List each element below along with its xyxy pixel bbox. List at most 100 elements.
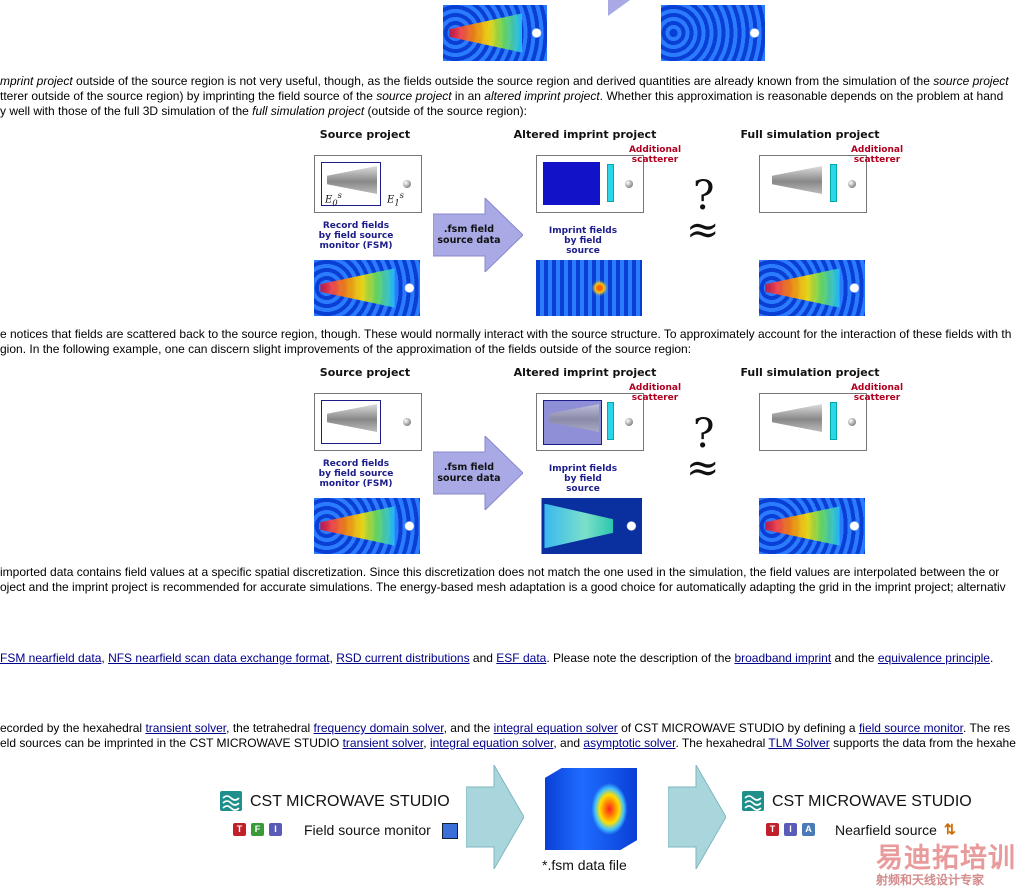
text-segment: of CST MICROWAVE STUDIO by defining a bbox=[617, 721, 859, 735]
para1-line1: mprint project outside of the source reg… bbox=[0, 74, 1009, 89]
horn-antenna-icon bbox=[772, 166, 822, 194]
left-flow-arrow bbox=[466, 765, 524, 869]
fsm-data-cube bbox=[545, 768, 637, 850]
fig1-approx-sign: ≈ bbox=[686, 207, 720, 253]
scatterer-plate bbox=[830, 402, 837, 440]
horn-antenna-icon bbox=[772, 404, 822, 432]
transient-solver-icon: T bbox=[766, 823, 779, 837]
fig2-source-model bbox=[314, 393, 422, 451]
frequency-solver-icon: F bbox=[251, 823, 264, 837]
fig1-record-label: Record fields by field source monitor (F… bbox=[318, 221, 394, 251]
fig1-altered-model bbox=[536, 155, 644, 213]
fig1-arrow-label: .fsm field source data bbox=[437, 224, 501, 246]
fig2-altered-field bbox=[536, 498, 642, 554]
fig1-full-additional-scatterer: Additional scatterer bbox=[850, 145, 904, 165]
link-frequency-domain-solver[interactable]: frequency domain solver bbox=[313, 721, 444, 735]
watermark-logo: 易迪拓培训 bbox=[876, 843, 1016, 874]
fig2-full-field bbox=[759, 498, 865, 554]
fig1-full-title: Full simulation project bbox=[740, 128, 880, 141]
fig2-question-mark: ? bbox=[693, 411, 715, 457]
fig1-source-field bbox=[314, 260, 420, 316]
para4-line1: ecorded by the hexahedral transient solv… bbox=[0, 721, 1010, 736]
text-segment: , the tetrahedral bbox=[226, 721, 314, 735]
fig2-full-additional-scatterer: Additional scatterer bbox=[850, 383, 904, 403]
fig2-record-label: Record fields by field source monitor (F… bbox=[318, 459, 394, 489]
top-field-image-right bbox=[661, 5, 765, 61]
link-field-source-monitor[interactable]: field source monitor bbox=[858, 721, 963, 735]
para2-line2: gion. In the following example, one can … bbox=[0, 342, 692, 356]
text-segment: and the bbox=[831, 651, 878, 665]
right-app-title: CST MICROWAVE STUDIO bbox=[772, 793, 972, 810]
link-esf-data[interactable]: ESF data bbox=[496, 651, 547, 665]
left-monitor-label: Field source monitor bbox=[304, 822, 431, 838]
text-segment: , and bbox=[553, 736, 584, 750]
transient-solver-icon: T bbox=[233, 823, 246, 837]
sphere-icon bbox=[403, 180, 411, 188]
fig2-source-title: Source project bbox=[319, 366, 411, 379]
fsm-box bbox=[321, 400, 381, 444]
emphasis-text: source project bbox=[933, 74, 1009, 88]
e0-label: E0s bbox=[325, 190, 342, 208]
emphasis-text: source project bbox=[376, 89, 452, 103]
link-integral-equation-solver[interactable]: integral equation solver bbox=[493, 721, 618, 735]
asymptotic-solver-icon: A bbox=[802, 823, 815, 837]
fig1-additional-scatterer: Additional scatterer bbox=[628, 145, 682, 165]
para1-line3: y well with those of the full 3D simulat… bbox=[0, 104, 527, 119]
fig1-source-model: E0s E1s bbox=[314, 155, 422, 213]
text-segment: , bbox=[329, 651, 337, 665]
text-segment: . bbox=[989, 651, 994, 665]
text-segment: . Please note the description of the bbox=[546, 651, 735, 665]
fig1-altered-title: Altered imprint project bbox=[513, 128, 657, 141]
cst-logo-icon bbox=[220, 791, 242, 811]
fig2-full-model bbox=[759, 393, 867, 451]
emphasis-text: altered imprint project bbox=[484, 89, 600, 103]
integral-solver-icon: I bbox=[269, 823, 282, 837]
watermark-subtitle: 射频和天线设计专家 bbox=[876, 873, 985, 887]
text-segment: . The hexahedral bbox=[675, 736, 769, 750]
text-segment: (outside of the source region): bbox=[364, 104, 527, 118]
fig1-transfer-arrow bbox=[433, 198, 523, 272]
fig1-full-field bbox=[759, 260, 865, 316]
nearfield-source-icon: ⇅ bbox=[944, 821, 956, 837]
supported-formats-line: FSM nearfield data, NFS nearfield scan d… bbox=[0, 651, 993, 666]
link-transient-solver[interactable]: transient solver bbox=[342, 736, 424, 750]
fig2-altered-model bbox=[536, 393, 644, 451]
text-segment: , bbox=[101, 651, 109, 665]
link-broadband-imprint[interactable]: broadband imprint bbox=[734, 651, 832, 665]
para1-line2: tterer outside of the source region) by … bbox=[0, 89, 1003, 104]
sphere-icon bbox=[625, 418, 633, 426]
para2-line1: e notices that fields are scattered back… bbox=[0, 327, 1012, 341]
monitor-icon bbox=[442, 823, 458, 839]
text-segment: and bbox=[469, 651, 497, 665]
para3-line1: imported data contains field values at a… bbox=[0, 565, 1000, 579]
link-transient-solver[interactable]: transient solver bbox=[145, 721, 227, 735]
fig2-additional-scatterer: Additional scatterer bbox=[628, 383, 682, 403]
fig2-full-title: Full simulation project bbox=[740, 366, 880, 379]
para3-line2: oject and the imprint project is recomme… bbox=[0, 580, 1006, 594]
link-equivalence-principle[interactable]: equivalence principle bbox=[877, 651, 990, 665]
link-fsm-nearfield-data[interactable]: FSM nearfield data bbox=[0, 651, 102, 665]
emphasis-text: mprint project bbox=[0, 74, 73, 88]
link-nfs-nearfield-scan-data-exchange-format[interactable]: NFS nearfield scan data exchange format bbox=[108, 651, 330, 665]
text-segment: . The res bbox=[963, 721, 1011, 735]
sphere-icon bbox=[848, 180, 856, 188]
link-integral-equation-solver[interactable]: integral equation solver bbox=[429, 736, 554, 750]
scatterer-plate bbox=[830, 164, 837, 202]
text-segment: supports the data from the hexahe bbox=[829, 736, 1016, 750]
scatterer-plate bbox=[607, 402, 614, 440]
text-segment: , bbox=[423, 736, 430, 750]
emphasis-text: full simulation project bbox=[252, 104, 365, 118]
fig1-imprint-label: Imprint fields by field source bbox=[548, 226, 618, 256]
imprint-region bbox=[543, 162, 600, 205]
sphere-icon bbox=[625, 180, 633, 188]
link-tlm-solver[interactable]: TLM Solver bbox=[768, 736, 830, 750]
fig2-transfer-arrow bbox=[433, 436, 523, 510]
link-rsd-current-distributions[interactable]: RSD current distributions bbox=[336, 651, 470, 665]
right-source-label: Nearfield source bbox=[835, 822, 937, 838]
left-app-title: CST MICROWAVE STUDIO bbox=[250, 793, 450, 810]
link-asymptotic-solver[interactable]: asymptotic solver bbox=[583, 736, 676, 750]
fig2-source-field bbox=[314, 498, 420, 554]
cst-logo-icon bbox=[742, 791, 764, 811]
